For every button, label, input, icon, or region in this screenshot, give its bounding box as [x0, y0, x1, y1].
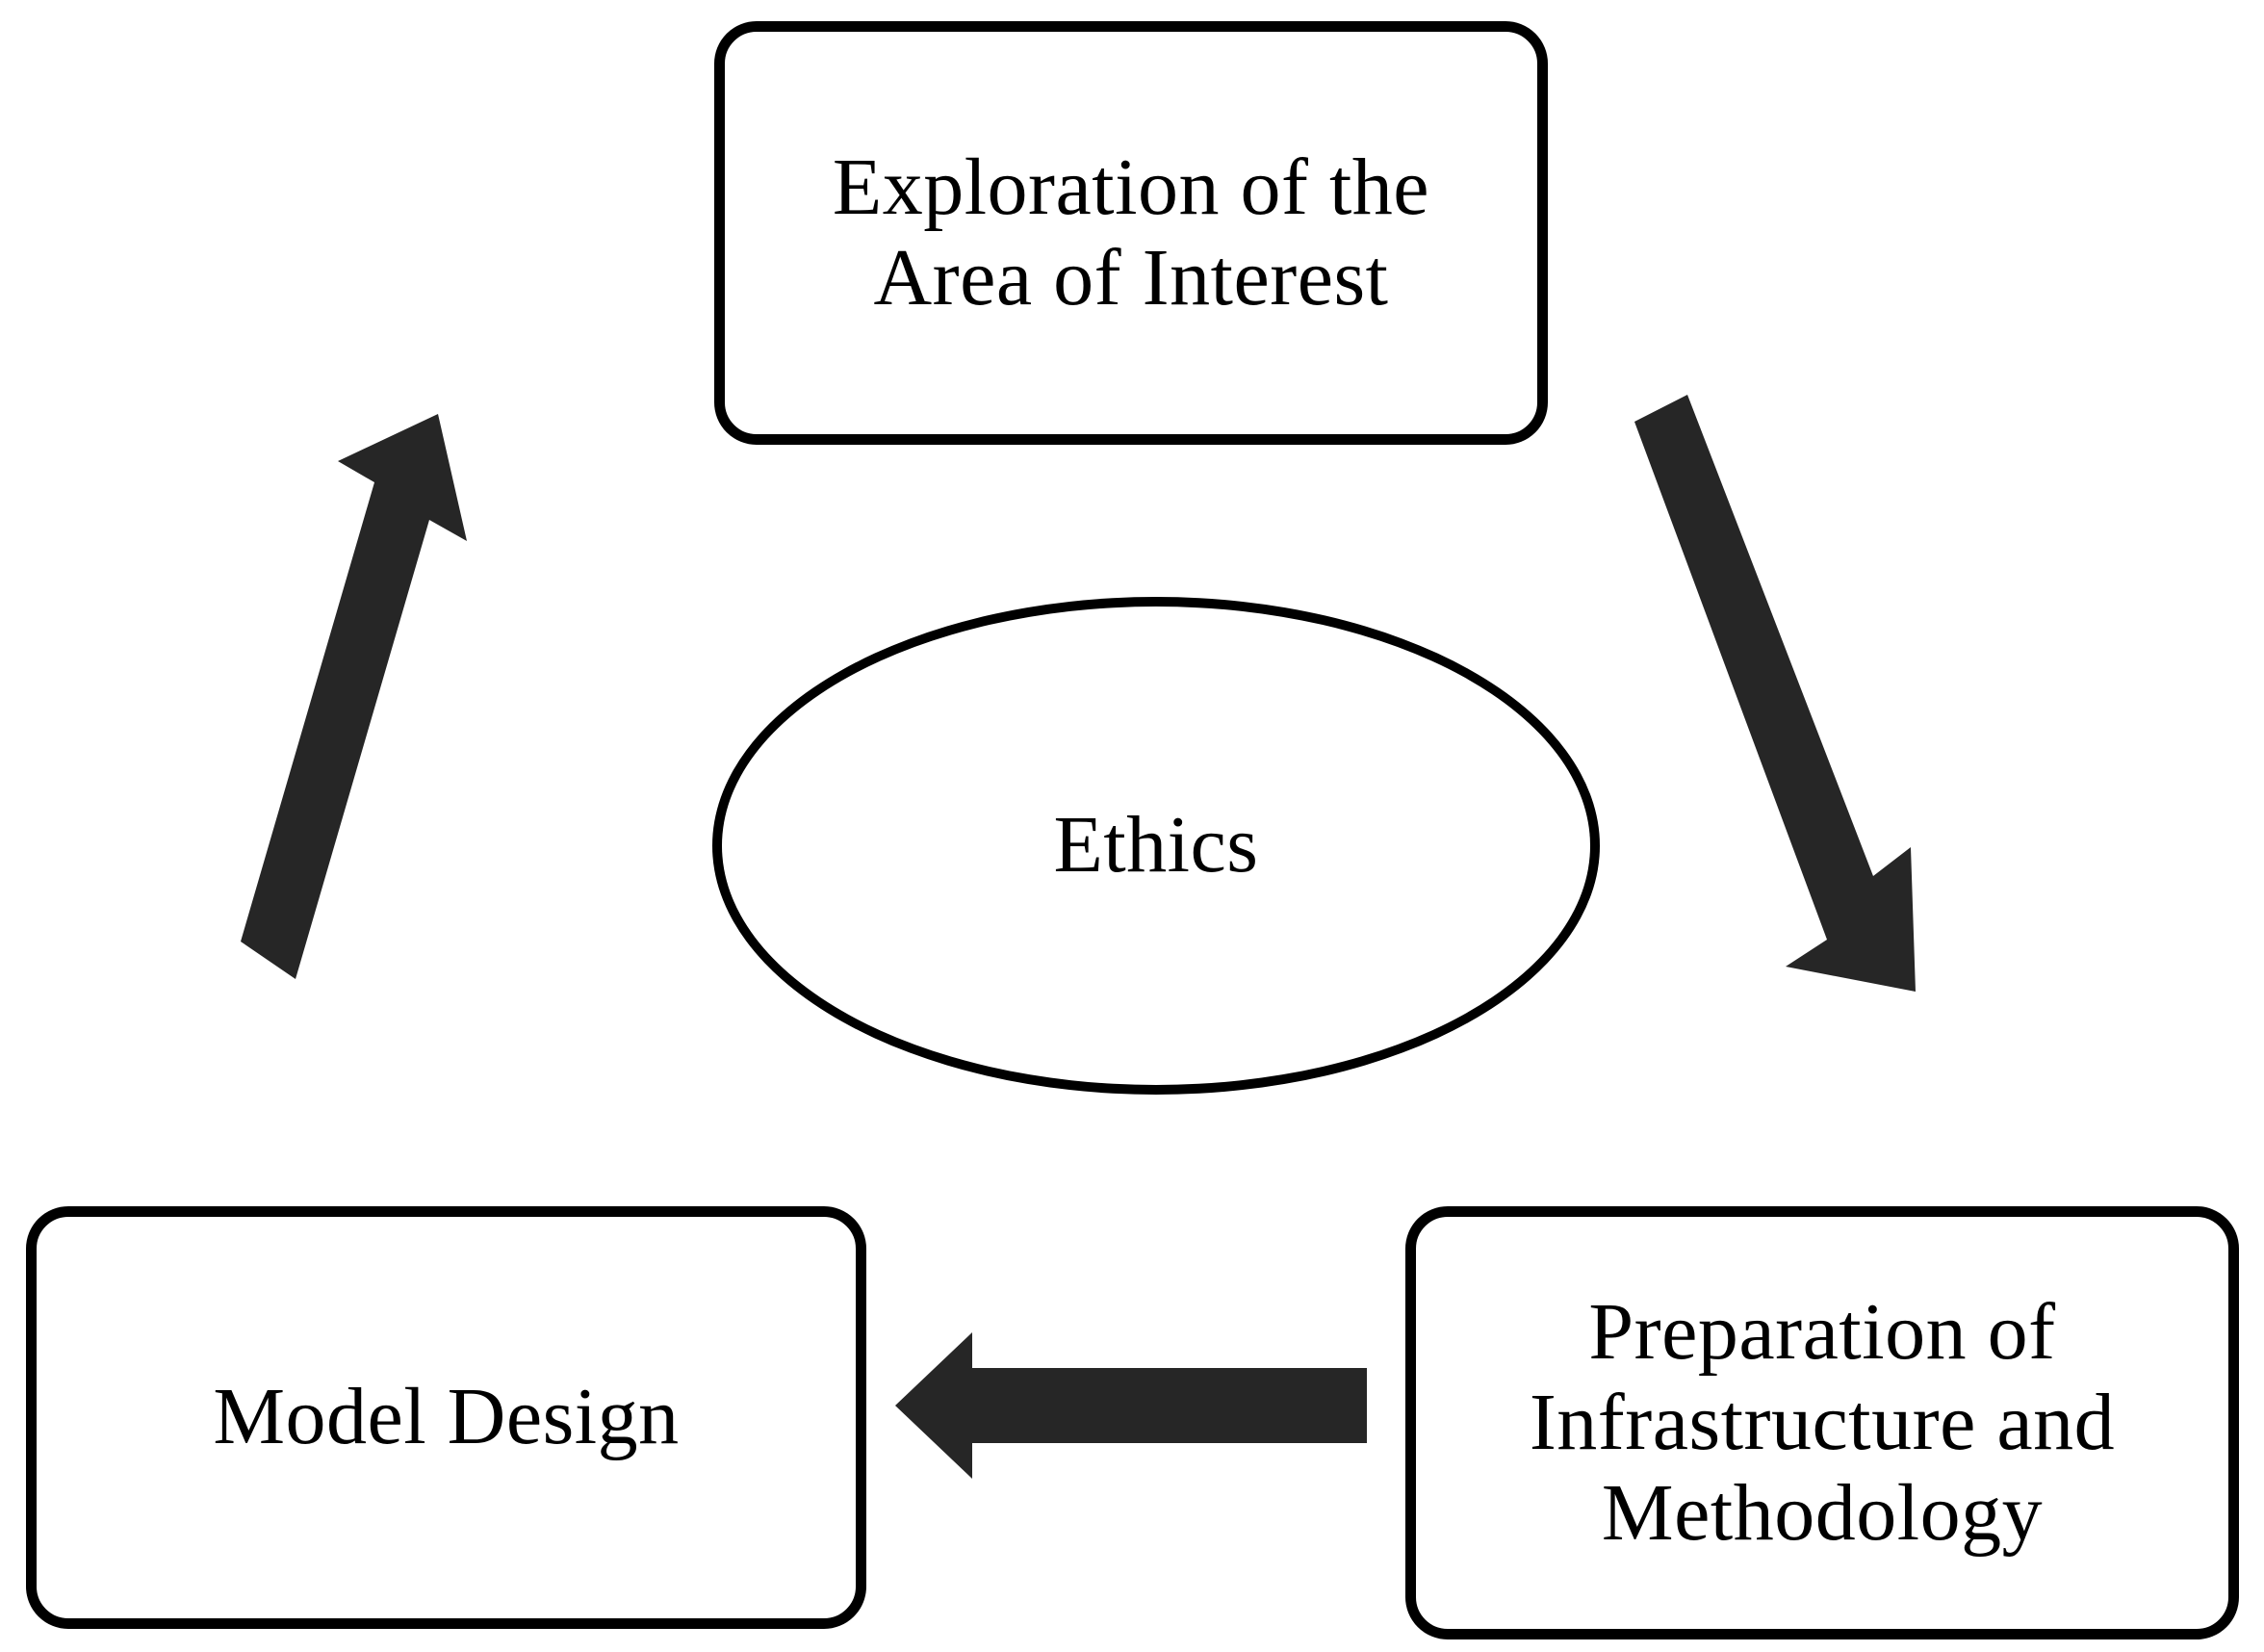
node-ethics-label: Ethics [1053, 800, 1259, 891]
node-exploration-of-area-of-interest[interactable]: Exploration of the Area of Interest [714, 21, 1548, 445]
node-preparation-of-infrastructure-and-methodology[interactable]: Preparation of Infrastructure and Method… [1405, 1206, 2239, 1639]
arrow-exploration-to-preparation-icon [1634, 395, 1916, 992]
arrow-left-shape [895, 1332, 1367, 1479]
node-ethics[interactable]: Ethics [712, 597, 1600, 1095]
node-preparation-label: Preparation of Infrastructure and Method… [1529, 1286, 2116, 1559]
node-model-design-label: Model Design [213, 1372, 680, 1462]
arrow-down-right-shape [1634, 395, 1916, 992]
node-model-design[interactable]: Model Design [26, 1206, 866, 1629]
node-exploration-label: Exploration of the Area of Interest [832, 142, 1430, 323]
arrow-preparation-to-model-design-icon [895, 1332, 1367, 1479]
arrow-model-design-to-exploration-icon [241, 414, 467, 979]
arrow-up-right-shape [241, 414, 467, 979]
